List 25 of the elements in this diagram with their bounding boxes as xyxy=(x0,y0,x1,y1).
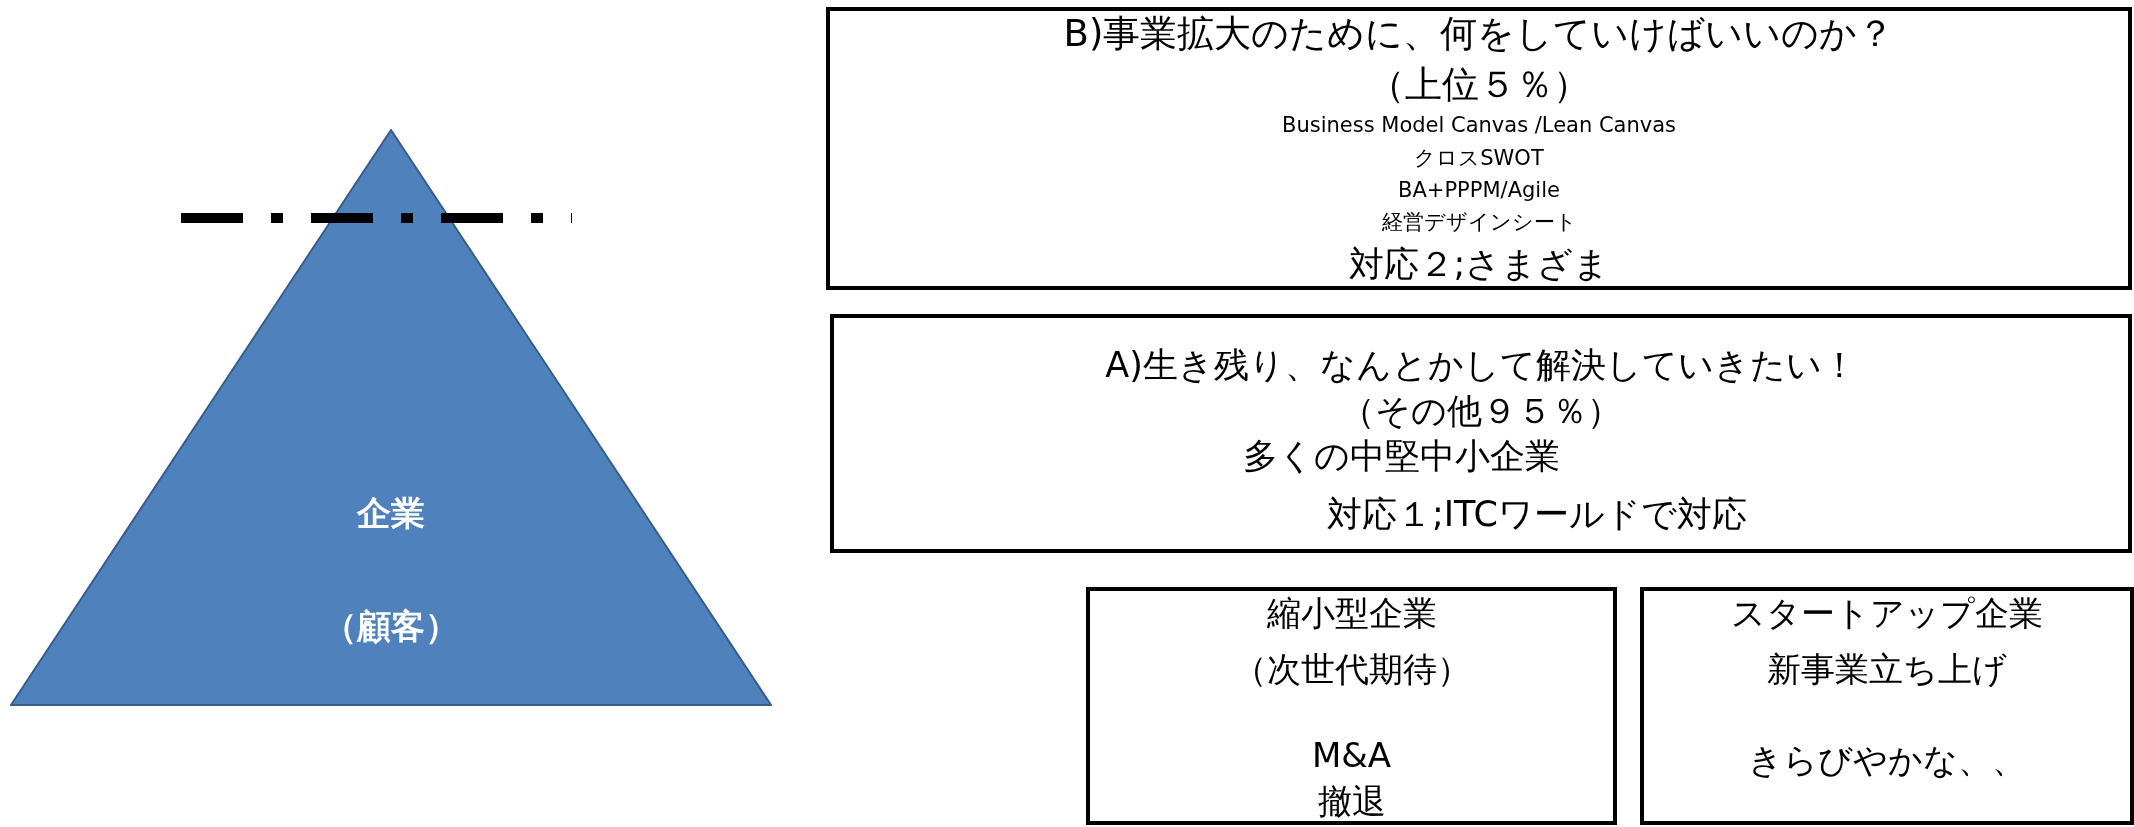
box-text: 対応２;さまざま xyxy=(1347,246,1611,282)
box-text: スタートアップ企業 xyxy=(1730,596,2044,630)
box-text: 多くの中堅中小企業 xyxy=(1243,438,1560,474)
box-text: （顧客） xyxy=(322,609,460,643)
box-text: 撤退 xyxy=(1316,784,1387,818)
box-text: （上位５％） xyxy=(1367,65,1591,103)
box-text: クロスSWOT xyxy=(1413,147,1545,169)
text-box xyxy=(1640,587,2134,825)
text-box xyxy=(826,7,2132,290)
box-text: 企業 xyxy=(355,496,426,530)
box-text: BA+PPPM/Agile xyxy=(1397,179,1561,201)
pyramid-triangle xyxy=(10,129,772,706)
box-text: Business Model Canvas /Lean Canvas xyxy=(1281,114,1677,136)
text-box xyxy=(1086,587,1617,825)
box-text: A)生き残り、なんとかして解決していきたい！ xyxy=(1104,347,1858,383)
box-text: （次世代期待） xyxy=(1231,652,1472,686)
box-text: 縮小型企業 xyxy=(1265,596,1438,630)
box-text: きらびやかな、、 xyxy=(1747,743,2027,777)
box-text: （その他９５％） xyxy=(1339,393,1623,429)
box-text: B)事業拡大のために、何をしていけばいいのか？ xyxy=(1062,14,1896,52)
box-text: 経営デザインシート xyxy=(1380,211,1578,233)
box-text: 新事業立ち上げ xyxy=(1766,652,2008,686)
text-box xyxy=(830,314,2132,553)
box-text: M&A xyxy=(1310,738,1393,772)
box-text: 対応１;ITCワールドで対応 xyxy=(1327,496,1747,532)
